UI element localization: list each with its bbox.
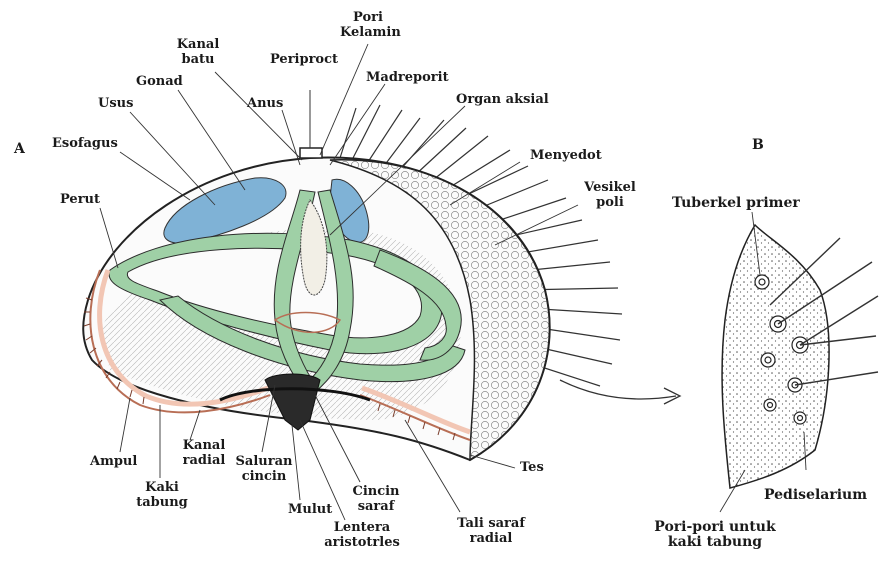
periproct-cap — [300, 148, 322, 158]
label-madreporit: Madreporit — [366, 70, 449, 85]
label-saluran-cincin-line2: cincin — [232, 469, 296, 484]
label-vesikel-poli-line1: Vesikel — [580, 180, 640, 195]
label-periproct: Periproct — [270, 52, 338, 67]
label-kanal-radial-line2: radial — [178, 453, 230, 468]
label-anus: Anus — [247, 96, 283, 111]
label-pori-pori-kaki-tabung: Pori-pori untuk kaki tabung — [640, 520, 790, 550]
label-kaki-tabung-line1: Kaki — [134, 480, 190, 495]
label-ampul: Ampul — [90, 454, 137, 469]
label-kanal-batu-line2: batu — [172, 52, 224, 67]
label-kaki-tabung: Kaki tabung — [134, 480, 190, 510]
label-pori-kelamin-line2: Kelamin — [340, 25, 396, 40]
label-tali-saraf-radial: Tali saraf radial — [448, 516, 534, 546]
label-pori-pori-line1: Pori-pori untuk — [640, 520, 790, 535]
label-perut: Perut — [60, 192, 100, 207]
label-lentera-aristotrles: Lentera aristotrles — [318, 520, 406, 550]
label-kanal-batu: Kanal batu — [172, 37, 224, 67]
label-pori-kelamin: Pori Kelamin — [340, 10, 396, 40]
label-tali-saraf-line2: radial — [448, 531, 534, 546]
magnify-arrow — [560, 380, 676, 399]
label-esofagus: Esofagus — [52, 136, 118, 151]
label-kaki-tabung-line2: tabung — [134, 495, 190, 510]
panel-a-marker: A — [14, 142, 25, 157]
label-usus: Usus — [98, 96, 133, 111]
label-cincin-saraf: Cincin saraf — [348, 484, 404, 514]
label-organ-aksial: Organ aksial — [456, 92, 549, 107]
label-mulut: Mulut — [288, 502, 332, 517]
panel-b-marker: B — [752, 138, 764, 153]
label-lentera-line1: Lentera — [318, 520, 406, 535]
label-cincin-saraf-line2: saraf — [348, 499, 404, 514]
label-kanal-batu-line1: Kanal — [172, 37, 224, 52]
label-tali-saraf-line1: Tali saraf — [448, 516, 534, 531]
label-pediselarium: Pediselarium — [764, 488, 867, 503]
label-pori-pori-line2: kaki tabung — [640, 535, 790, 550]
label-gonad: Gonad — [136, 74, 183, 89]
label-kanal-radial: Kanal radial — [178, 438, 230, 468]
label-pori-kelamin-line1: Pori — [340, 10, 396, 25]
label-tuberkel-primer: Tuberkel primer — [672, 196, 800, 211]
label-tes: Tes — [520, 460, 544, 475]
label-lentera-line2: aristotrles — [318, 535, 406, 550]
label-vesikel-poli: Vesikel poli — [580, 180, 640, 210]
label-saluran-cincin: Saluran cincin — [232, 454, 296, 484]
label-kanal-radial-line1: Kanal — [178, 438, 230, 453]
label-vesikel-poli-line2: poli — [580, 195, 640, 210]
label-cincin-saraf-line1: Cincin — [348, 484, 404, 499]
label-menyedot: Menyedot — [530, 148, 602, 163]
label-saluran-cincin-line1: Saluran — [232, 454, 296, 469]
